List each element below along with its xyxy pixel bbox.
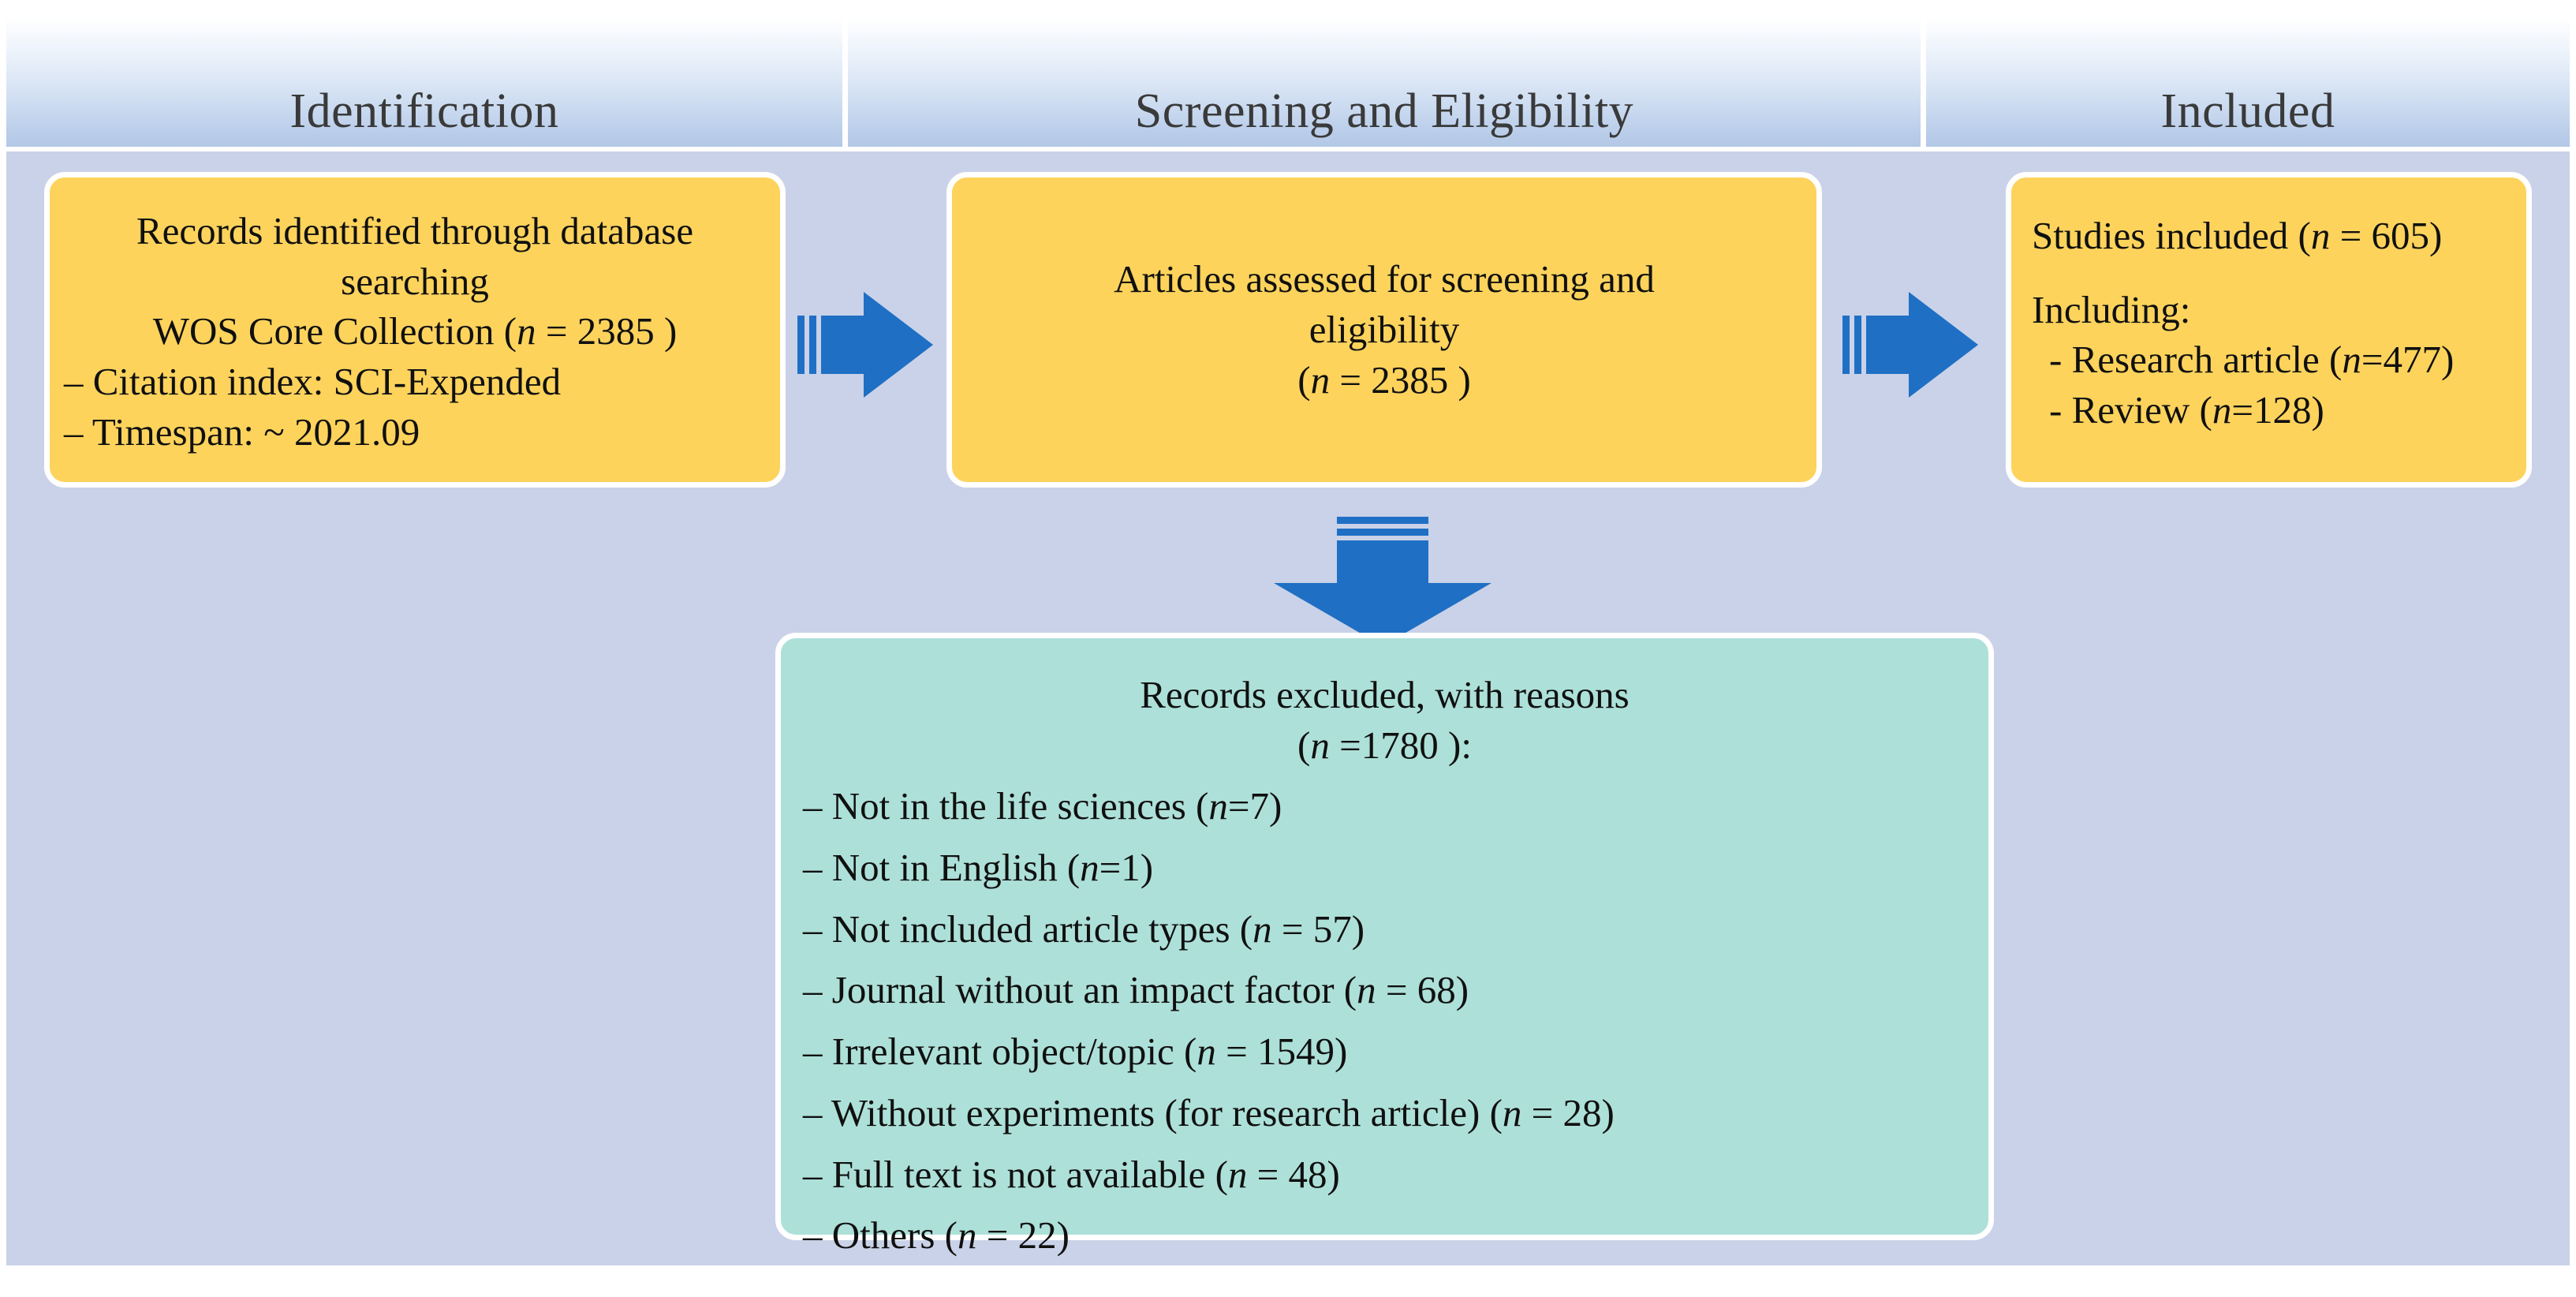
box-records-excluded: Records excluded, with reasons (n =1780 … — [775, 633, 1994, 1257]
exclusion-reason-item: – Others (n = 22) — [803, 1213, 1070, 1258]
box-articles-assessed-line-3: (n = 2385 ) — [1297, 357, 1471, 402]
diagram-canvas: Records identified through database sear… — [6, 151, 2570, 1265]
box-records-identified-line-1: Records identified through database — [136, 209, 694, 252]
box-studies-included: Studies included (n = 605) Including: - … — [2006, 172, 2532, 488]
box-articles-assessed-line-2: eligibility — [1309, 308, 1460, 352]
stage-header-screening-eligibility-label: Screening and Eligibility — [1134, 84, 1634, 138]
box-studies-included-line-3: - Research article (n=477) — [2049, 338, 2455, 382]
box-records-excluded-reason-list: – Not in the life sciences (n=7) – Not i… — [781, 781, 1988, 1261]
box-records-identified-line-3: WOS Core Collection (n = 2385 ) — [152, 309, 678, 353]
box-records-identified: Records identified through database sear… — [44, 172, 786, 488]
arrow-screening-to-included-icon — [1836, 286, 1994, 404]
stage-header-included-label: Included — [2160, 84, 2335, 138]
box-studies-included-line-1: Studies included (n = 605) — [2032, 214, 2443, 257]
exclusion-reason-item: – Irrelevant object/topic (n = 1549) — [803, 1030, 1348, 1074]
box-records-identified-line-5: – Timespan: ~ 2021.09 — [64, 409, 420, 454]
exclusion-reason-item: – Journal without an impact factor (n = … — [803, 968, 1469, 1012]
exclusion-reason-item: – Without experiments (for research arti… — [803, 1090, 1615, 1134]
box-studies-included-line-4: - Review (n=128) — [2049, 388, 2324, 432]
box-records-excluded-heading-2: (n =1780 ): — [1297, 723, 1472, 767]
stage-header-screening-eligibility: Screening and Eligibility — [848, 17, 1921, 147]
box-records-excluded-heading-1: Records excluded, with reasons — [1140, 673, 1630, 716]
box-studies-included-line-2: Including: — [2032, 287, 2191, 331]
exclusion-reason-item: – Not in English (n=1) — [803, 846, 1154, 890]
stage-header-band: Identification Screening and Eligibility… — [6, 17, 2570, 147]
stage-header-identification-label: Identification — [289, 84, 559, 138]
exclusion-reason-item: – Not included article types (n = 57) — [803, 906, 1365, 951]
box-records-identified-line-4: – Citation index: SCI-Expended — [64, 360, 562, 404]
box-articles-assessed-line-1: Articles assessed for screening and — [1114, 257, 1655, 301]
stage-header-identification: Identification — [6, 17, 842, 147]
arrow-identification-to-screening-icon — [791, 286, 949, 404]
arrow-screening-to-excluded-icon — [1264, 510, 1501, 652]
stage-header-included: Included — [1926, 17, 2570, 147]
exclusion-reason-item: – Not in the life sciences (n=7) — [803, 784, 1282, 828]
box-articles-assessed: Articles assessed for screening and elig… — [946, 172, 1822, 488]
header-divider-right — [1921, 17, 1926, 147]
box-records-identified-line-2: searching — [341, 259, 489, 303]
header-divider-left — [842, 17, 848, 147]
exclusion-reason-item: – Full text is not available (n = 48) — [803, 1152, 1340, 1196]
